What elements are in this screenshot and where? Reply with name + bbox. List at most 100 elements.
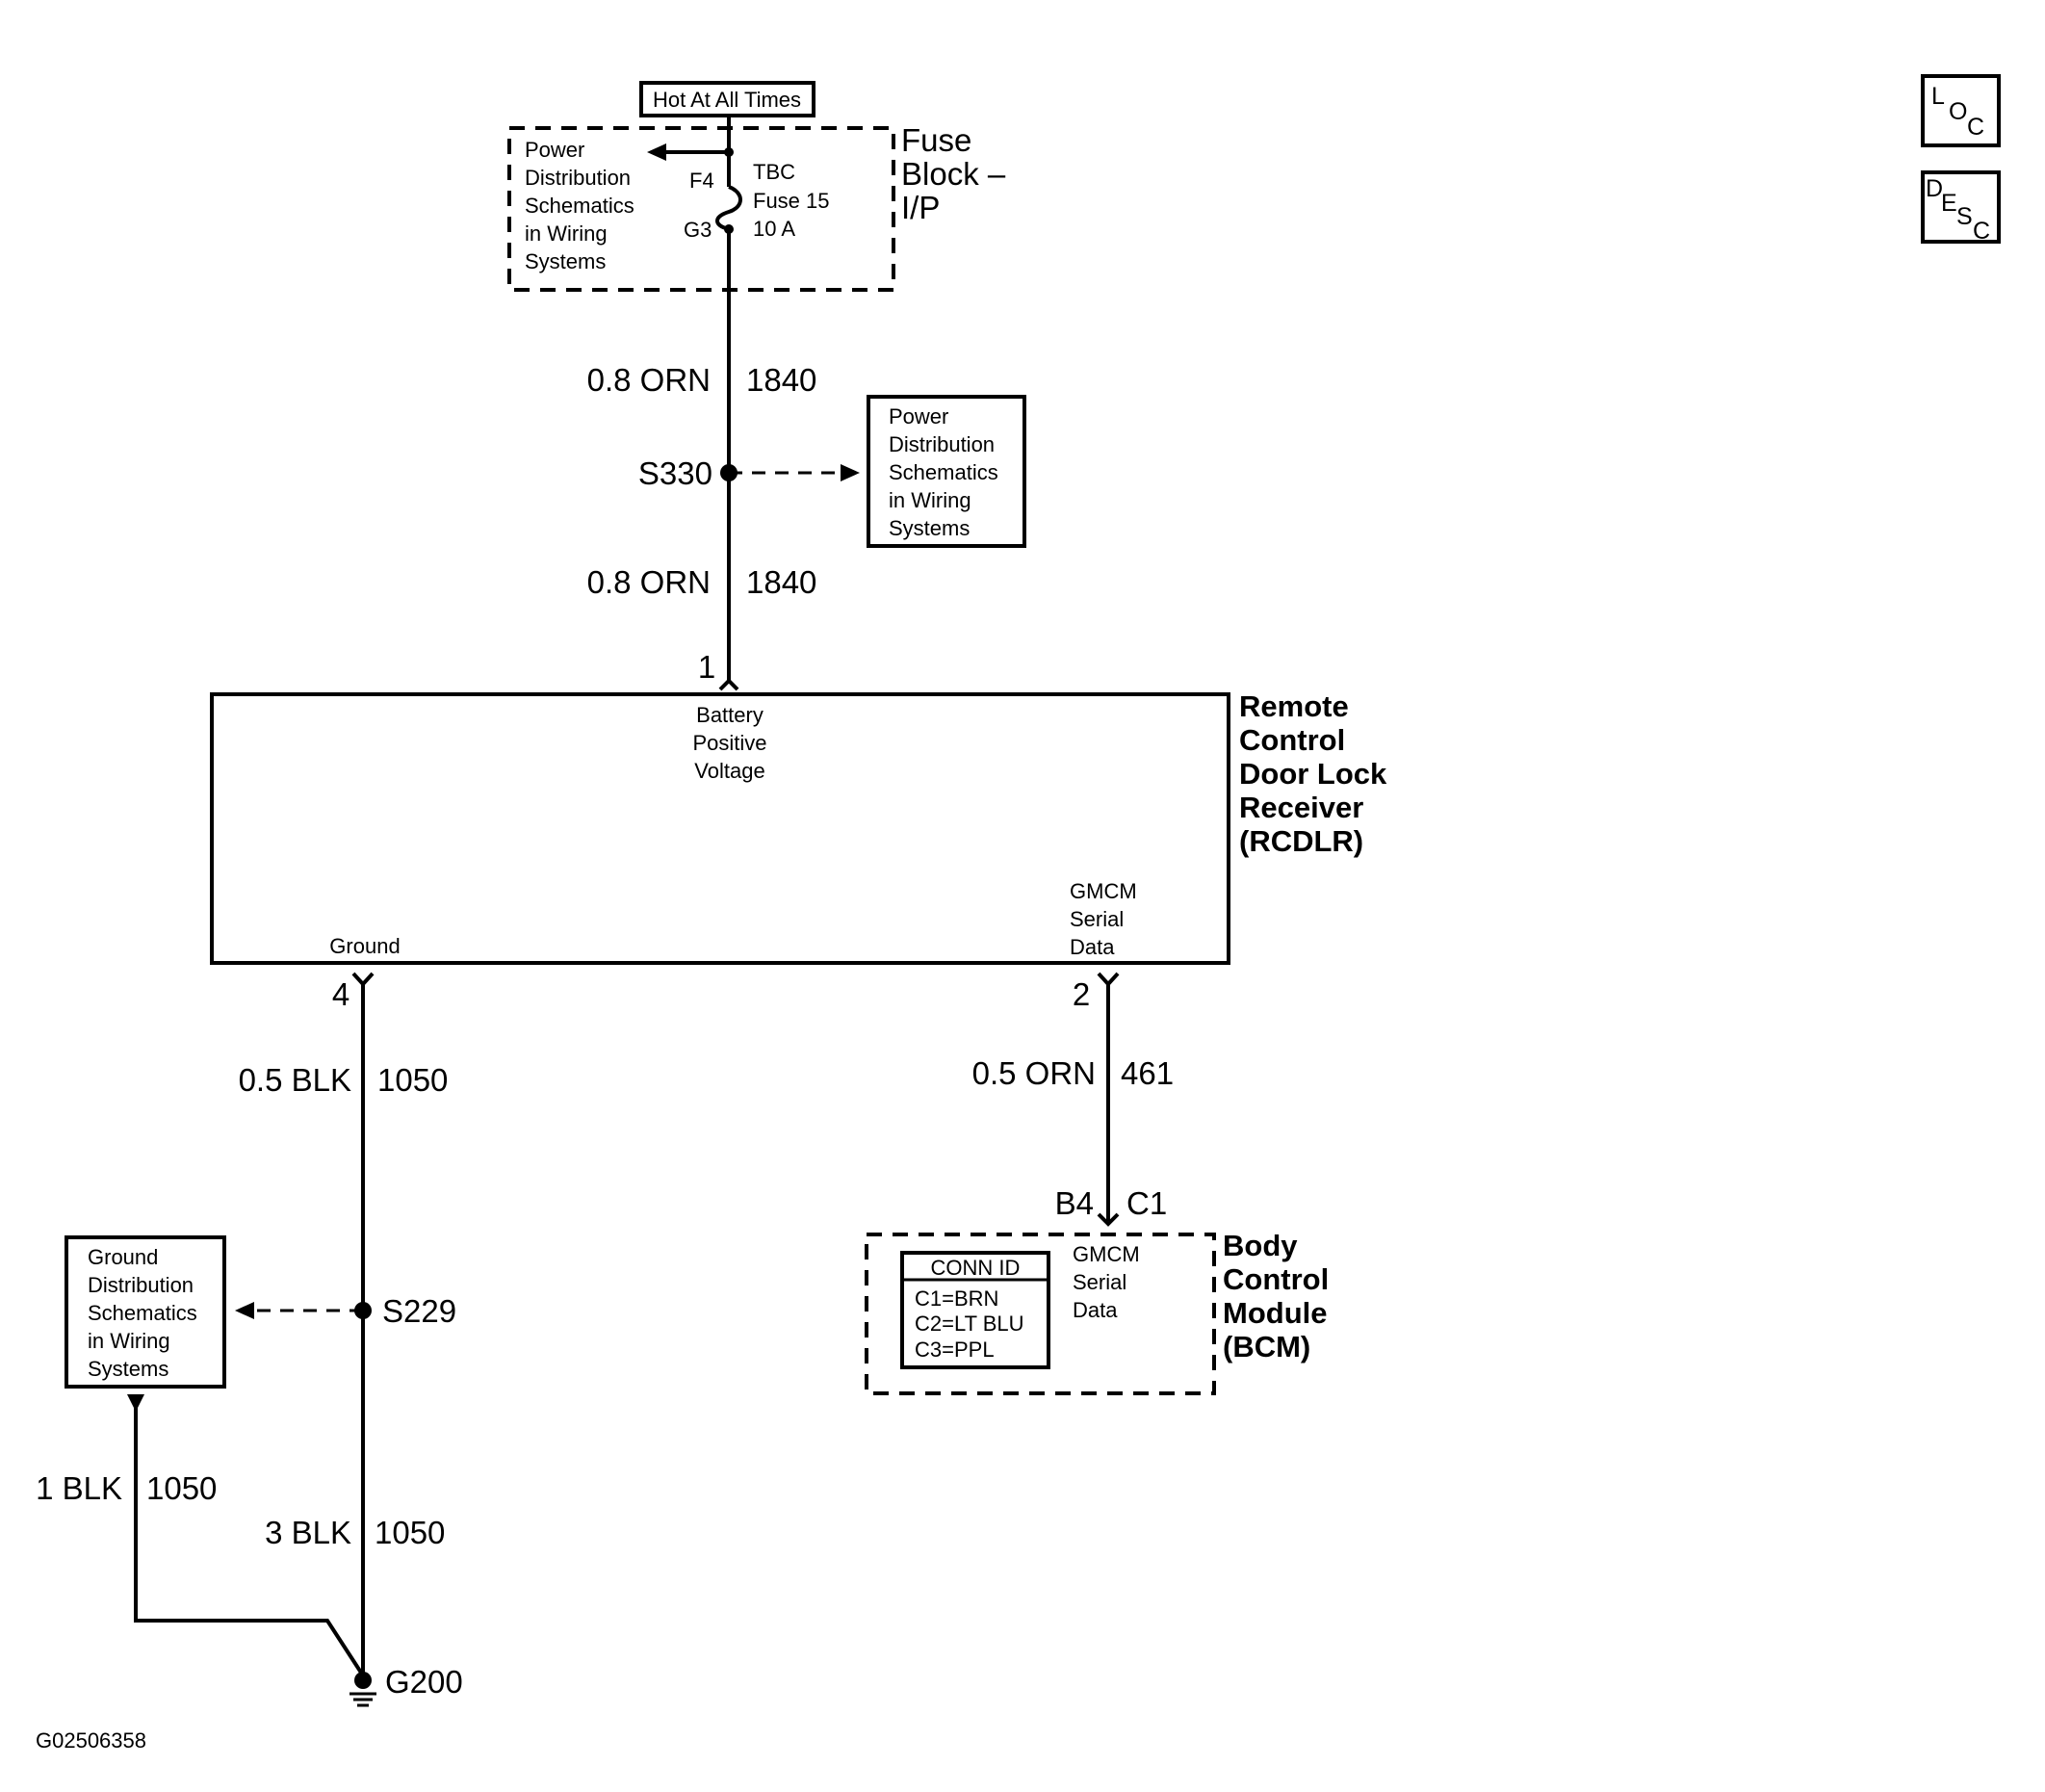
- fuse-block-title: Fuse Block – I/P: [901, 122, 1006, 225]
- svg-text:Data: Data: [1070, 935, 1115, 959]
- svg-text:Ground: Ground: [88, 1245, 158, 1269]
- wire-1840-circuit-a: 1840: [746, 362, 816, 398]
- svg-text:I/P: I/P: [901, 190, 940, 225]
- splice-s330: S330: [638, 455, 712, 491]
- wire-1050-circuit-c: 1050: [146, 1470, 217, 1506]
- svg-text:Voltage: Voltage: [694, 759, 764, 783]
- svg-text:Power: Power: [525, 138, 584, 162]
- conn-id-table: CONN ID C1=BRN C2=LT BLU C3=PPL: [900, 1251, 1050, 1369]
- svg-text:Schematics: Schematics: [88, 1301, 197, 1325]
- svg-text:E: E: [1941, 190, 1957, 217]
- ground-ref-arrow: [127, 1394, 144, 1412]
- ground-g200: G200: [385, 1664, 463, 1700]
- fuse-pin-f4: F4: [689, 169, 714, 193]
- svg-text:Remote: Remote: [1239, 689, 1349, 723]
- rcdlr-pin-2-label: GMCM Serial Data: [1070, 879, 1137, 959]
- svg-text:Distribution: Distribution: [889, 432, 995, 456]
- wire-1050-branch: [134, 1404, 365, 1677]
- svg-text:Door Lock: Door Lock: [1239, 757, 1387, 791]
- svg-text:L: L: [1931, 83, 1945, 110]
- ground-distribution-ref-box[interactable]: [65, 1235, 226, 1389]
- wire-1050-circuit-a: 1050: [377, 1062, 448, 1098]
- ground-distribution-ref-text: Ground Distribution Schematics in Wiring…: [88, 1245, 197, 1381]
- svg-text:D: D: [1926, 175, 1943, 202]
- conn-id-row: C2=LT BLU: [915, 1312, 1024, 1336]
- bcm-pin-c1: C1: [1126, 1185, 1167, 1221]
- fuse-pin-g3: G3: [684, 218, 712, 242]
- svg-text:Data: Data: [1073, 1298, 1118, 1322]
- hot-label: Hot At All Times: [653, 88, 801, 112]
- svg-text:Receiver: Receiver: [1239, 791, 1363, 824]
- rcdlr-pin-4-label: Ground: [329, 934, 400, 958]
- fuse-block-box: [507, 126, 895, 292]
- conn-id-row: C3=PPL: [915, 1338, 995, 1362]
- svg-text:Fuse: Fuse: [901, 122, 971, 158]
- svg-text:GMCM: GMCM: [1073, 1242, 1140, 1266]
- rcdlr-title: Remote Control Door Lock Receiver (RCDLR…: [1239, 689, 1387, 858]
- svg-text:Control: Control: [1239, 723, 1345, 757]
- svg-text:Systems: Systems: [889, 516, 970, 540]
- loc-icon[interactable]: L O C: [1921, 74, 2001, 147]
- svg-text:Schematics: Schematics: [889, 460, 998, 484]
- bcm-connector-icon: [1097, 1212, 1120, 1227]
- power-distribution-ref-box[interactable]: [867, 395, 1026, 548]
- rcdlr-pin-2: 2: [1073, 976, 1090, 1012]
- svg-text:Control: Control: [1223, 1262, 1329, 1296]
- s229-ref-arrow: [235, 1302, 254, 1319]
- conn-id-title: CONN ID: [931, 1256, 1021, 1280]
- fuse-15-label: TBC Fuse 15 10 A: [753, 160, 830, 241]
- svg-text:Fuse 15: Fuse 15: [753, 189, 830, 213]
- wire-1050-circuit-b: 1050: [375, 1515, 445, 1550]
- fuse-icon: [715, 185, 742, 231]
- svg-text:Distribution: Distribution: [525, 166, 631, 190]
- s330-ref-arrow: [841, 464, 860, 481]
- svg-text:in Wiring: in Wiring: [525, 221, 608, 246]
- wire-1840-spec-a: 0.8 ORN: [587, 362, 711, 398]
- svg-text:Systems: Systems: [88, 1357, 168, 1381]
- svg-text:(BCM): (BCM): [1223, 1330, 1310, 1363]
- svg-text:Block –: Block –: [901, 156, 1006, 192]
- svg-text:Schematics: Schematics: [525, 194, 634, 218]
- svg-text:Serial: Serial: [1070, 907, 1124, 931]
- svg-text:Systems: Systems: [525, 249, 606, 273]
- svg-text:Body: Body: [1223, 1229, 1298, 1262]
- fuse-ref-arrow: [647, 143, 729, 161]
- svg-text:in Wiring: in Wiring: [889, 488, 971, 512]
- svg-text:Serial: Serial: [1073, 1270, 1126, 1294]
- svg-text:(RCDLR): (RCDLR): [1239, 824, 1363, 858]
- svg-text:TBC: TBC: [753, 160, 795, 184]
- wire-1050-spec-c: 1 BLK: [36, 1470, 122, 1506]
- splice-s229: S229: [382, 1293, 456, 1329]
- svg-text:Positive: Positive: [692, 731, 766, 755]
- wire-461-spec: 0.5 ORN: [972, 1055, 1096, 1091]
- svg-text:10 A: 10 A: [753, 217, 795, 241]
- power-distribution-ref-text: Power Distribution Schematics in Wiring …: [889, 404, 998, 540]
- wire-1050-spec-b: 3 BLK: [265, 1515, 351, 1550]
- rcdlr-box: [210, 692, 1230, 965]
- wire-1840-spec-b: 0.8 ORN: [587, 564, 711, 600]
- svg-text:Battery: Battery: [696, 703, 764, 727]
- conn-id-row: C1=BRN: [915, 1286, 998, 1311]
- bcm-box: [865, 1233, 1216, 1395]
- wire-461-circuit: 461: [1121, 1055, 1174, 1091]
- wire-1840-circuit-b: 1840: [746, 564, 816, 600]
- svg-text:in Wiring: in Wiring: [88, 1329, 170, 1353]
- rcdlr-pin-4: 4: [332, 976, 349, 1012]
- svg-text:Module: Module: [1223, 1296, 1328, 1330]
- bcm-pin-label: GMCM Serial Data: [1073, 1242, 1140, 1322]
- svg-text:S: S: [1956, 203, 1973, 230]
- svg-text:GMCM: GMCM: [1070, 879, 1137, 903]
- svg-text:C: C: [1967, 114, 1984, 141]
- pin-2-connector-icon: [1097, 972, 1120, 987]
- bcm-pin-b4: B4: [1055, 1185, 1094, 1221]
- wire-1050-spec-a: 0.5 BLK: [239, 1062, 351, 1098]
- svg-text:C: C: [1973, 218, 1990, 245]
- pin-1-connector-icon: [718, 678, 739, 691]
- svg-text:O: O: [1949, 98, 1967, 125]
- bcm-title: Body Control Module (BCM): [1223, 1229, 1329, 1363]
- fuse-block-power-ref[interactable]: Power Distribution Schematics in Wiring …: [525, 138, 634, 273]
- svg-text:Distribution: Distribution: [88, 1273, 194, 1297]
- desc-icon[interactable]: D E S C: [1921, 170, 2001, 245]
- rcdlr-pin-1: 1: [698, 649, 715, 685]
